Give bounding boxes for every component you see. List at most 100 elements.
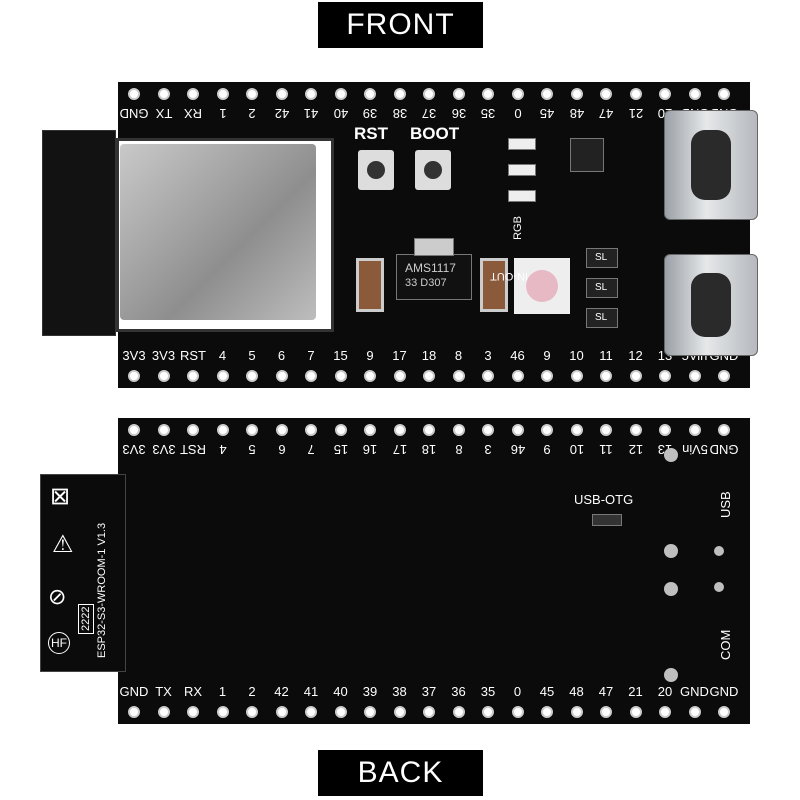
sl-label-1: SL: [595, 252, 608, 263]
header-pin: [423, 424, 435, 436]
pin-label: 7: [307, 348, 315, 363]
header-pin: [482, 424, 494, 436]
pin-label: 9: [543, 348, 551, 363]
header-pin: [511, 424, 524, 436]
solder-pad-1: [664, 448, 678, 462]
pin-label: 1: [218, 684, 227, 699]
pin-label: 47: [598, 684, 614, 699]
header-pin: [216, 370, 229, 382]
pin-label: 2: [248, 684, 256, 699]
pin-label: 9: [366, 348, 374, 363]
pin-label: 39: [362, 684, 378, 699]
usb-c-port-top[interactable]: [664, 110, 758, 220]
pin-label: 35: [480, 106, 496, 121]
pin-label: GND: [680, 684, 709, 699]
rst-button[interactable]: [358, 150, 394, 190]
header-pin: [187, 424, 199, 436]
header-pin: [541, 424, 553, 436]
header-pin: [364, 88, 376, 100]
header-pin: [659, 424, 671, 436]
header-pin: [688, 370, 701, 382]
solder-pad-4: [664, 668, 678, 682]
header-pin: [482, 706, 494, 718]
boot-button[interactable]: [415, 150, 451, 190]
pin-label: 37: [421, 106, 437, 121]
header-pin: [157, 370, 170, 382]
ams1117-regulator: AMS1117 33 D307: [396, 254, 472, 300]
header-pin: [629, 706, 642, 718]
header-pin: [216, 88, 229, 100]
pin-label: 1: [218, 106, 227, 121]
usb-otg-label: USB-OTG: [574, 492, 634, 507]
pin-label: TX: [155, 106, 172, 121]
usb-c-port-bottom[interactable]: [664, 254, 758, 356]
header-pin: [393, 424, 406, 436]
pin-label: 45: [539, 684, 555, 699]
pin-label: 6: [277, 442, 286, 457]
header-pin: [570, 370, 583, 382]
pin-label: 10: [569, 442, 584, 457]
pin-label: RX: [183, 684, 203, 699]
header-pin: [246, 370, 258, 382]
header-pin: [275, 706, 288, 718]
led-1: [508, 138, 536, 150]
header-pin: [305, 424, 317, 436]
solder-pad-6: [714, 582, 724, 592]
pin-label: 21: [628, 106, 643, 121]
header-pin: [305, 706, 317, 718]
header-pin: [688, 424, 701, 436]
rst-label: RST: [354, 124, 388, 143]
esd-warning-icon: ⚠: [52, 531, 74, 558]
header-pin: [570, 706, 583, 718]
header-pin: [216, 424, 229, 436]
sl-label-3: SL: [595, 312, 608, 323]
pin-label: 0: [513, 106, 522, 121]
pin-label: 3: [484, 348, 492, 363]
header-pin: [600, 88, 612, 100]
sl-diode-1: SL: [586, 248, 618, 268]
boot-label: BOOT: [410, 124, 460, 143]
header-pin: [423, 370, 435, 382]
header-pin: [128, 88, 140, 100]
pin-label: 45: [539, 106, 555, 121]
pin-label: GND: [119, 684, 149, 699]
header-pin: [128, 424, 140, 436]
pin-label: 42: [274, 684, 289, 699]
header-pin: [334, 706, 347, 718]
rst-button-cap: [367, 161, 385, 179]
header-pin: [718, 370, 730, 382]
header-pin: [570, 88, 583, 100]
pin-label: 36: [451, 684, 466, 699]
usb-otg-jumper: [592, 514, 622, 526]
cert-code: 2222: [78, 603, 94, 634]
header-pin: [482, 88, 494, 100]
front-label: FRONT: [318, 2, 483, 48]
header-pin: [570, 424, 583, 436]
pin-label: 11: [599, 348, 613, 363]
led-3: [508, 190, 536, 202]
pin-label: 47: [598, 106, 614, 121]
header-pin: [305, 88, 317, 100]
boot-button-cap: [424, 161, 442, 179]
header-pin: [452, 370, 465, 382]
pin-label: 46: [510, 348, 525, 363]
pin-label: 36: [451, 106, 466, 121]
com-label: COM: [718, 629, 733, 660]
pin-label: 3V3: [151, 442, 176, 457]
pin-label: 8: [454, 348, 463, 363]
pin-label: 2: [248, 106, 256, 121]
pin-label: 18: [421, 442, 437, 457]
pin-label: 11: [599, 442, 613, 457]
header-pin: [541, 370, 553, 382]
header-pin: [511, 706, 524, 718]
pin-label: 3V3: [122, 348, 146, 363]
pin-label: 21: [628, 684, 643, 699]
solder-pad-2: [664, 544, 678, 558]
header-pin: [423, 88, 435, 100]
antenna-area: [42, 130, 116, 336]
header-pin: [128, 706, 140, 718]
pin-label: 9: [543, 442, 551, 457]
header-pin: [246, 424, 258, 436]
pin-label: 5: [248, 348, 256, 363]
usb-label: USB: [718, 491, 733, 518]
